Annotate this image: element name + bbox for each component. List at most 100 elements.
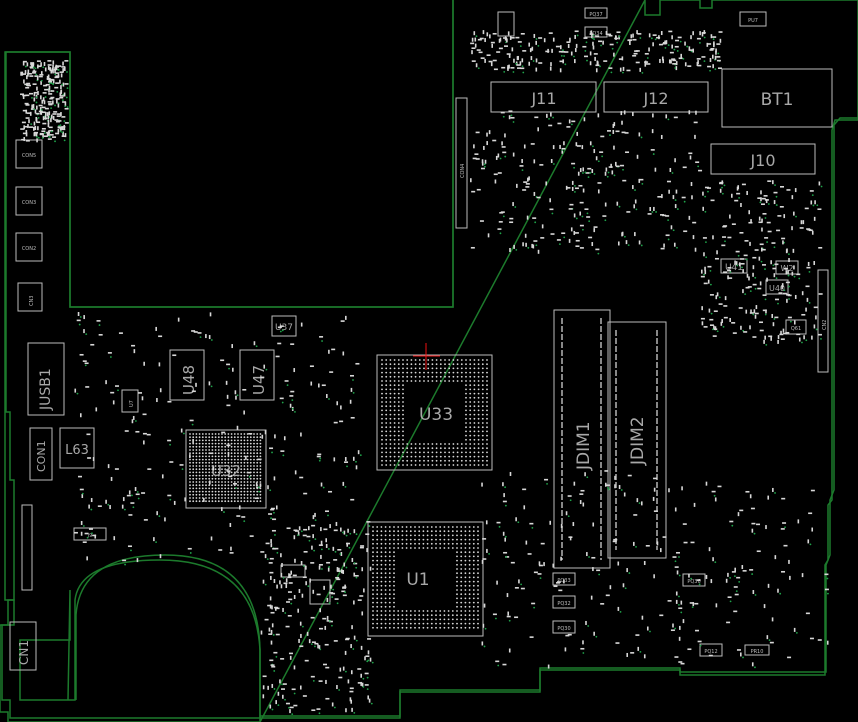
pad-dot <box>486 464 488 466</box>
smd-pad <box>79 488 84 491</box>
via-dot <box>573 55 575 58</box>
via-dot <box>63 139 66 142</box>
smd-pad <box>659 58 661 63</box>
via-dot <box>33 108 36 111</box>
smd-pad <box>364 684 369 686</box>
pad-dot <box>192 465 195 467</box>
smd-pad <box>781 237 786 240</box>
svg-text:JUSB1: JUSB1 <box>38 368 54 411</box>
pad-dot <box>246 487 249 490</box>
pad-dot <box>402 455 404 458</box>
pad-dot <box>472 618 475 621</box>
pad-dot <box>189 497 191 499</box>
pad-dot <box>246 497 249 499</box>
via-dot <box>827 592 829 595</box>
connector-con5: CON5 <box>15 139 43 169</box>
pad-dot <box>401 626 404 629</box>
smd-pad <box>626 568 628 573</box>
pad-dot <box>380 601 383 604</box>
smd-pad <box>22 61 25 66</box>
smd-pad <box>762 309 767 312</box>
pad-dot <box>422 534 425 537</box>
smd-pad <box>39 132 44 135</box>
smd-pad <box>44 111 47 116</box>
smd-pad <box>625 151 630 154</box>
pad-dot <box>472 584 475 587</box>
smd-pad <box>290 570 292 575</box>
via-dot <box>652 153 655 155</box>
pad-dot <box>460 447 463 450</box>
pad-dot <box>456 547 458 549</box>
smd-pad <box>632 38 637 41</box>
pad-dot <box>259 493 262 496</box>
pad-dot <box>240 471 243 474</box>
pad-dot <box>477 447 480 450</box>
smd-pad <box>481 161 484 166</box>
pad-dot <box>205 500 207 503</box>
smd-pad <box>328 490 333 493</box>
smd-pad <box>608 67 613 69</box>
smd-pad <box>483 145 485 150</box>
pad-dot <box>393 392 396 395</box>
pad-dot <box>227 500 230 503</box>
smd-pad <box>330 584 332 589</box>
smd-pad <box>734 260 736 265</box>
smd-pad <box>763 195 768 197</box>
pad-dot <box>423 375 425 378</box>
via-dot <box>191 423 194 426</box>
smd-pad <box>771 617 774 622</box>
smd-pad <box>513 58 515 63</box>
smd-pad <box>547 664 550 669</box>
smd-pad <box>306 535 311 538</box>
pad-dot <box>418 359 421 361</box>
pad-dot <box>464 526 467 528</box>
smd-pad <box>487 233 490 238</box>
pad-dot <box>481 434 484 437</box>
smd-pad <box>280 658 285 660</box>
pad-dot <box>409 530 412 533</box>
smd-pad <box>653 487 656 492</box>
smd-pad <box>350 374 354 377</box>
pad-dot <box>389 447 392 450</box>
smd-pad <box>24 125 29 128</box>
pad-dot <box>402 413 404 416</box>
via-dot <box>623 235 626 238</box>
via-dot <box>498 525 501 528</box>
smd-pad <box>490 62 493 67</box>
pad-dot <box>381 359 383 361</box>
smd-pad <box>609 585 612 590</box>
pad-dot <box>243 449 246 451</box>
pad-dot <box>456 559 458 562</box>
smd-pad <box>333 640 338 642</box>
pad-dot <box>439 455 442 458</box>
pad-dot <box>388 605 391 608</box>
pad-dot <box>423 371 425 374</box>
smd-pad <box>318 383 320 388</box>
smd-pad <box>508 53 511 58</box>
pad-dot <box>237 493 239 496</box>
smd-pad <box>632 112 634 117</box>
pad-dot <box>376 626 379 629</box>
pad-dot <box>423 459 425 462</box>
pad-dot <box>427 451 430 454</box>
pad-dot <box>211 449 214 451</box>
via-dot <box>362 686 365 688</box>
smd-pad <box>325 697 330 700</box>
smd-pad <box>632 33 634 38</box>
pad-dot <box>393 409 396 412</box>
smd-pad <box>520 33 525 35</box>
smd-pad <box>496 580 498 585</box>
smd-pad <box>640 501 643 506</box>
pad-dot <box>389 409 392 412</box>
pad-dot <box>384 542 387 545</box>
pad-dot <box>422 626 425 629</box>
pad-dot <box>469 409 472 412</box>
smd-pad <box>326 561 331 564</box>
pad-dot <box>460 597 463 600</box>
smd-pad <box>498 221 503 223</box>
pad-dot <box>233 442 236 445</box>
smd-pad <box>740 202 742 207</box>
smd-pad <box>310 675 315 678</box>
pad-dot <box>227 442 230 445</box>
pad-dot <box>486 363 488 366</box>
